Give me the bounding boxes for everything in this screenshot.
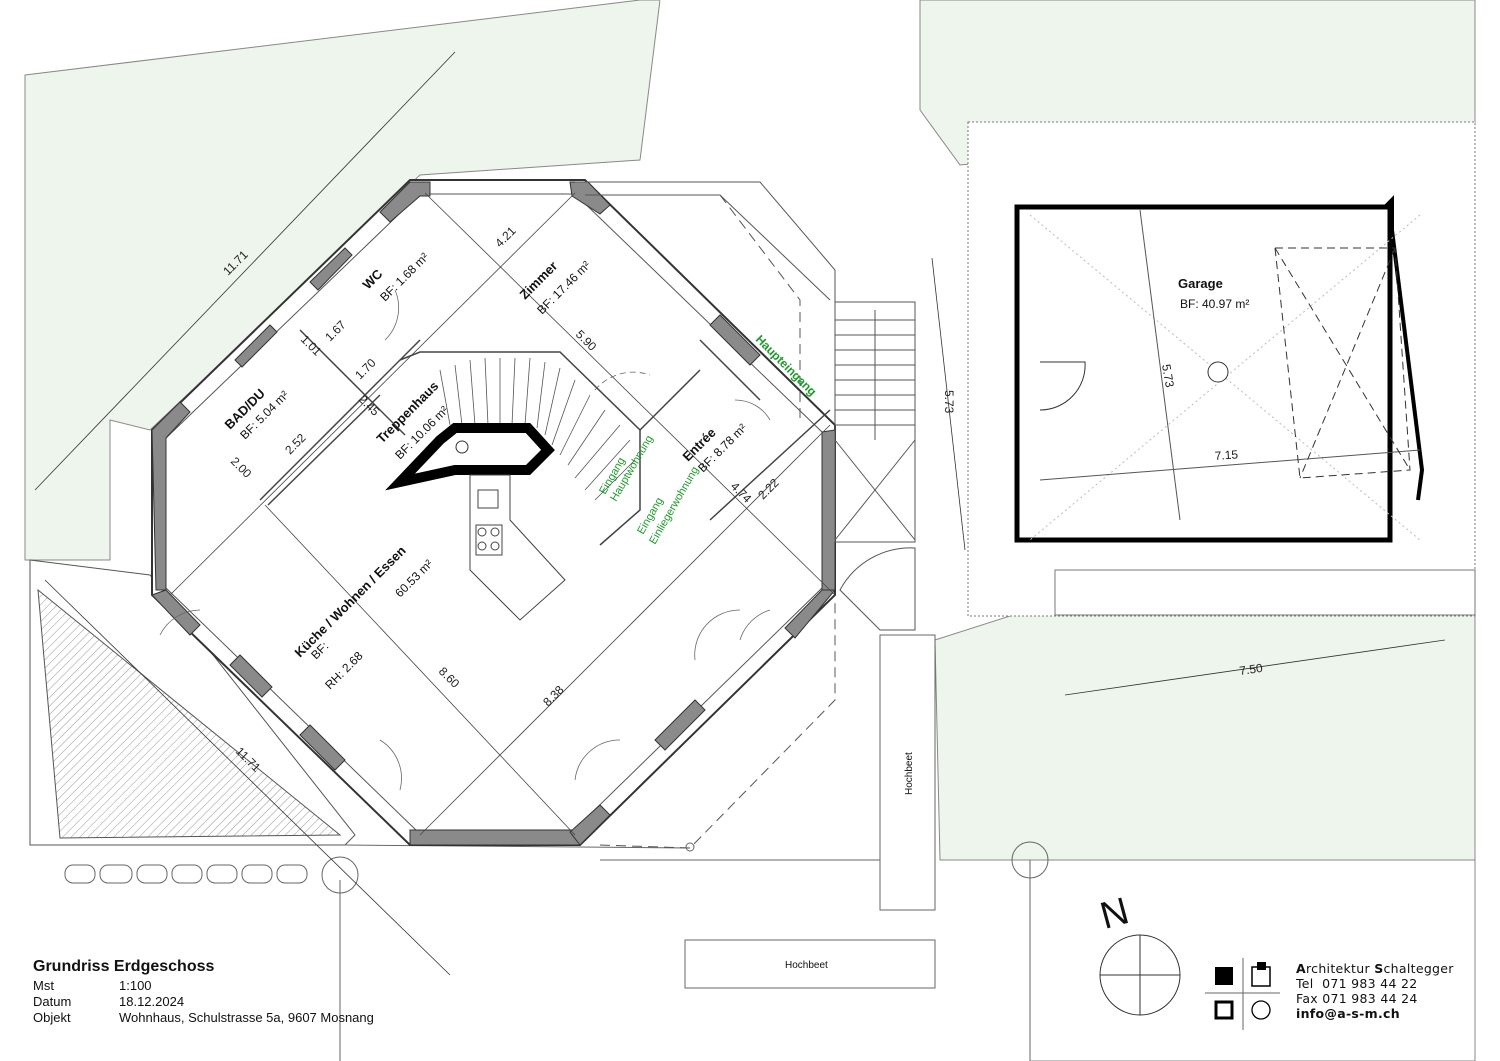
firm-logo bbox=[1205, 958, 1280, 1030]
firm-email-text[interactable]: info@a-s-m.ch bbox=[1296, 1006, 1400, 1021]
firm-fax: Fax 071 983 44 24 bbox=[1296, 991, 1418, 1006]
plan-title: Grundriss Erdgeschoss bbox=[33, 958, 215, 975]
label-scale: Mst bbox=[33, 978, 54, 993]
terrace bbox=[29, 559, 356, 846]
firm-name-part2: chaltegger bbox=[1383, 961, 1454, 976]
planter-bottom bbox=[684, 939, 936, 989]
value-scale: 1:100 bbox=[119, 978, 152, 993]
title-row-object: Objekt Wohnhaus, Schulstrasse 5a, 9607 Mo… bbox=[33, 1010, 374, 1026]
garage bbox=[967, 121, 1476, 617]
firm-name: Architektur Schaltegger bbox=[1296, 961, 1454, 976]
room-garage-name: Garage bbox=[1178, 276, 1223, 291]
house bbox=[151, 179, 837, 846]
label-object: Objekt bbox=[33, 1010, 71, 1025]
title-row-date: Datum 18.12.2024 bbox=[33, 994, 374, 1010]
stone-border bbox=[64, 864, 308, 884]
kitchen-island bbox=[469, 474, 566, 621]
dim-5-73-garage: 5.73 bbox=[1159, 363, 1177, 389]
label-date: Datum bbox=[33, 994, 72, 1009]
dim-7-50: 7.50 bbox=[1238, 661, 1263, 678]
title-row-scale: Mst 1:100 bbox=[33, 978, 374, 994]
firm-contact: Architektur Schaltegger Tel 071 983 44 2… bbox=[1296, 961, 1454, 1021]
value-object: Wohnhaus, Schulstrasse 5a, 9607 Mosnang bbox=[119, 1010, 374, 1025]
dimension-lines bbox=[34, 51, 1446, 976]
title-block: Grundriss Erdgeschoss Mst 1:100 Datum 18.1… bbox=[33, 958, 374, 1026]
dim-7-15: 7.15 bbox=[1214, 447, 1239, 463]
entrance-stairs bbox=[575, 181, 916, 849]
hochbeet-vertical-label: Hochbeet bbox=[904, 752, 915, 795]
firm-name-s: S bbox=[1374, 961, 1384, 976]
planter-vertical bbox=[879, 634, 936, 911]
dim-5-73-left: 5.73 bbox=[942, 390, 956, 414]
room-garage-area: BF: 40.97 m² bbox=[1180, 297, 1249, 311]
firm-name-a: A bbox=[1296, 961, 1306, 976]
door-swings bbox=[159, 289, 771, 791]
staircase bbox=[439, 357, 636, 501]
firm-name-part1: rchitektur bbox=[1305, 961, 1375, 976]
firm-phone: Tel 071 983 44 22 bbox=[1296, 976, 1418, 991]
hochbeet-bottom-label: Hochbeet bbox=[785, 960, 828, 971]
value-date: 18.12.2024 bbox=[119, 994, 185, 1009]
firm-email[interactable]: info@a-s-m.ch bbox=[1296, 1006, 1454, 1021]
chimney-core bbox=[385, 423, 555, 491]
